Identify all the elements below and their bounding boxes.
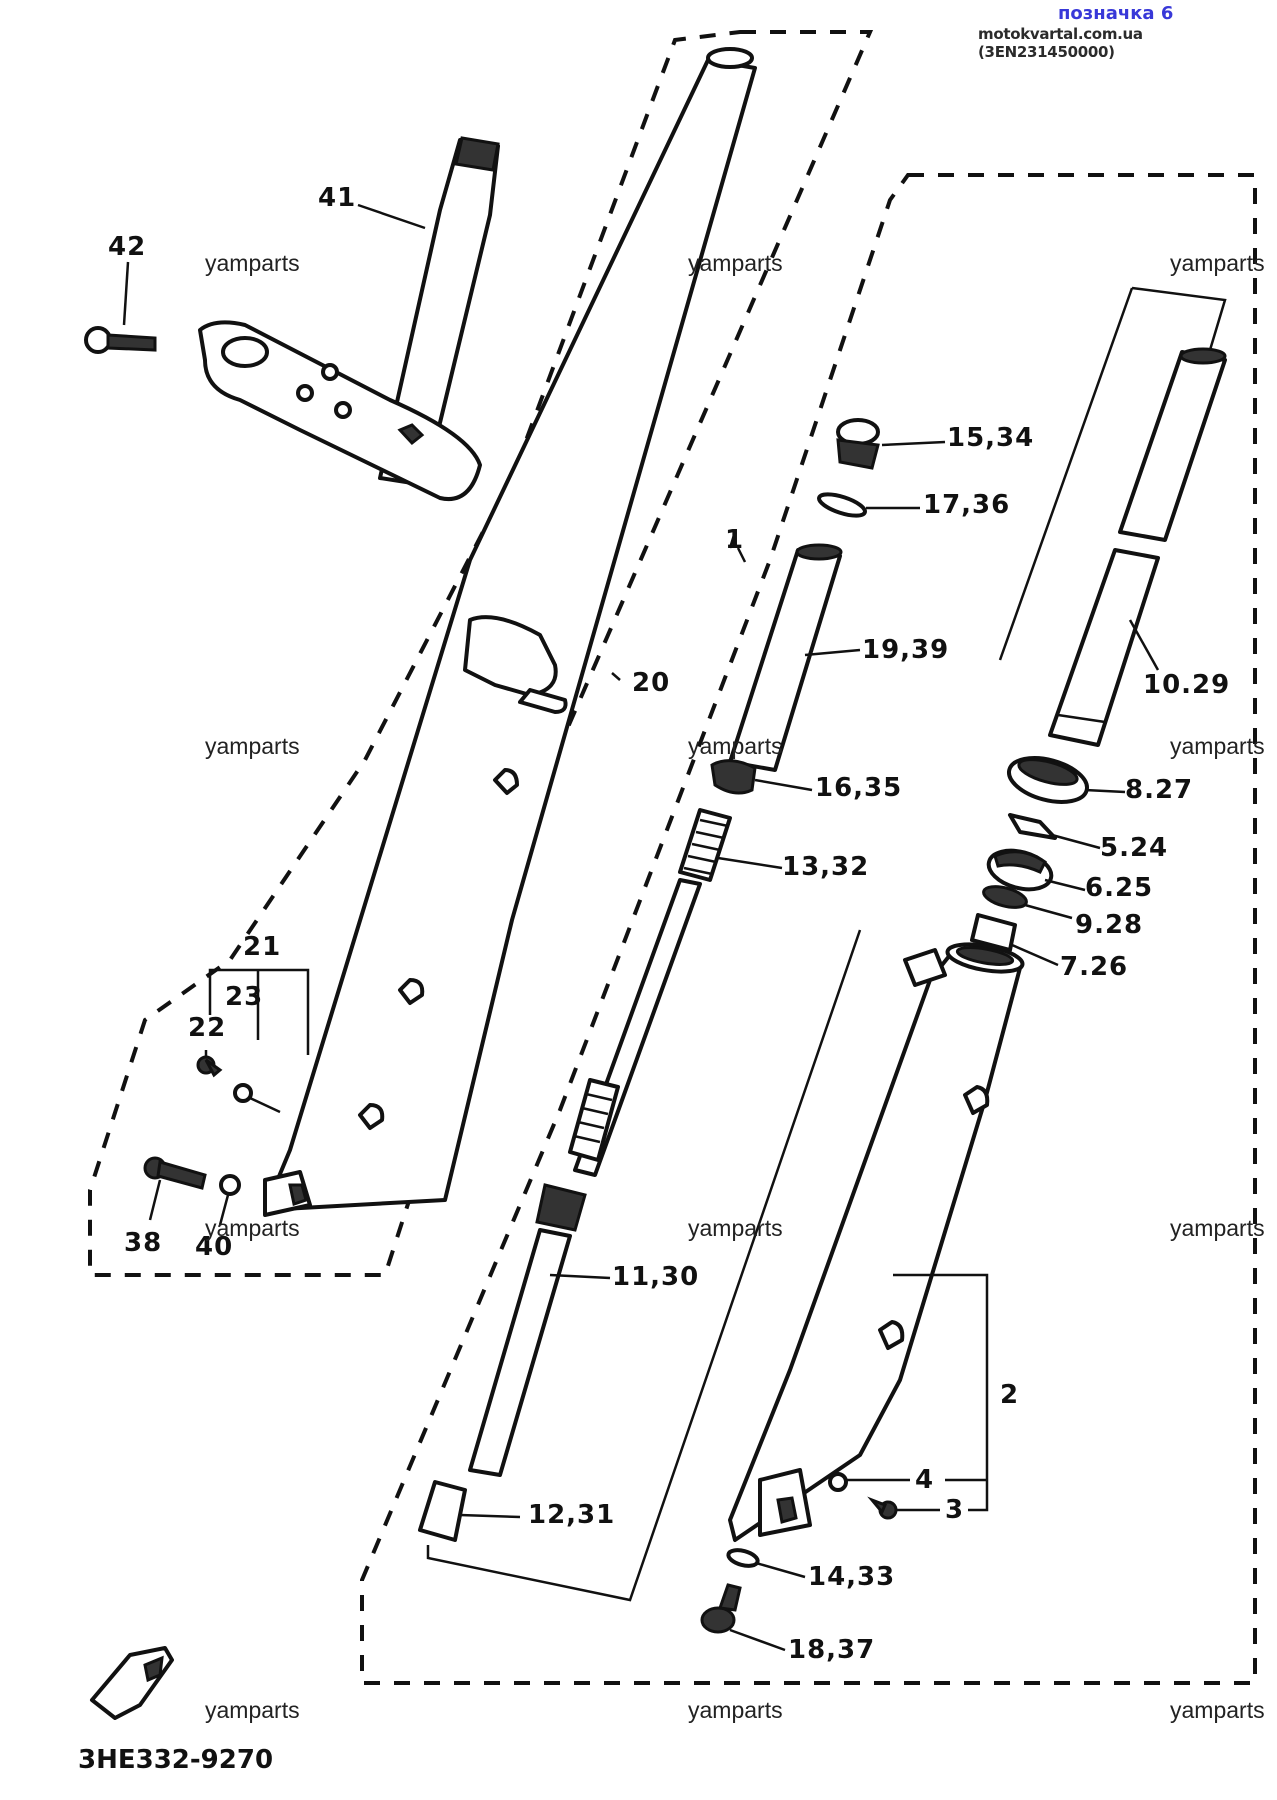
callout-5-24: 5.24 [1100, 833, 1169, 863]
callout-42: 42 [108, 232, 147, 262]
callout-18-37: 18,37 [788, 1635, 876, 1665]
callout-16-35: 16,35 [815, 773, 903, 803]
watermark: yamparts [1170, 250, 1265, 276]
source-caption: motokvartal.com.ua (3EN231450000) [978, 25, 1143, 61]
leader-8-27 [1084, 788, 1126, 794]
inner-tube-10-29 [998, 286, 1227, 747]
leader-9-28 [1024, 903, 1073, 920]
inner-bracket-line [426, 929, 862, 1602]
group-boundary-right [360, 173, 1257, 1685]
outer-tube-20 [263, 47, 757, 1217]
callout-23: 23 [225, 982, 264, 1012]
leader-23-to-tube [249, 1096, 281, 1114]
bolt-22 [196, 1055, 223, 1078]
callout-21: 21 [243, 932, 282, 962]
leader-19-39 [804, 648, 861, 657]
callout-41: 41 [318, 183, 357, 213]
watermark: yamparts [205, 250, 300, 276]
callout-7-26: 7.26 [1060, 952, 1129, 982]
leader-41 [357, 203, 426, 230]
leader-11-30 [549, 1273, 611, 1280]
watermark: yamparts [1170, 1215, 1265, 1241]
outer-tube-2 [728, 942, 1025, 1542]
watermark: yamparts [1170, 733, 1265, 759]
bolt-18-37 [700, 1583, 742, 1634]
forward-arrow-icon [90, 1646, 174, 1720]
callout-11-30: 11,30 [612, 1262, 700, 1292]
callout-6-25: 6.25 [1085, 873, 1154, 903]
callout-12-31: 12,31 [528, 1500, 616, 1530]
leader-40 [218, 1194, 230, 1226]
leader-5-24 [1051, 833, 1101, 850]
callout-9-28: 9.28 [1075, 910, 1144, 940]
damper-rod-11-30 [468, 878, 702, 1477]
watermark: yamparts [205, 1215, 300, 1241]
leader-38 [148, 1179, 162, 1221]
oil-lock-12-31 [418, 1480, 467, 1542]
bolt-38 [143, 1156, 207, 1190]
steering-stem-41 [198, 136, 500, 501]
bolt-42 [84, 326, 157, 354]
leader-18-37 [729, 1628, 786, 1652]
watermark: yamparts [688, 250, 783, 276]
clip-5-24 [1008, 813, 1057, 840]
washer-4 [828, 1472, 848, 1492]
leader-14-33 [755, 1561, 806, 1579]
dust-seal-6-25 [986, 848, 1054, 892]
washer-40 [219, 1174, 241, 1196]
watermark: yamparts [205, 1697, 300, 1723]
washer-14-33 [726, 1548, 760, 1568]
watermark: yamparts [205, 733, 300, 759]
washer-16-35 [710, 759, 757, 795]
callout-38: 38 [124, 1228, 163, 1258]
leader-10-29 [1128, 619, 1160, 671]
callout-13-32: 13,32 [782, 852, 870, 882]
watermark: yamparts [688, 1215, 783, 1241]
group-boundary-left [88, 30, 874, 1277]
callout-22: 22 [188, 1013, 227, 1043]
leader-15-34 [881, 440, 946, 447]
spacer-19-39 [728, 543, 843, 772]
callout-15-34: 15,34 [947, 423, 1035, 453]
diagram-tag: позначка 6 [1058, 3, 1174, 24]
spring-13-32 [678, 808, 732, 882]
callout-3: 3 [945, 1495, 965, 1525]
leader-16-35 [754, 778, 813, 792]
callout-4: 4 [915, 1465, 935, 1495]
callout-2: 2 [1000, 1380, 1020, 1410]
bracket-21 [208, 968, 310, 1055]
o-ring-17-36 [817, 492, 867, 518]
diagram-code: 3HE332-9270 [78, 1745, 274, 1775]
bracket-2 [893, 1273, 989, 1512]
leader-42 [122, 261, 130, 326]
callout-1: 1 [725, 525, 745, 555]
screw-3 [867, 1496, 898, 1520]
callout-14-33: 14,33 [808, 1562, 896, 1592]
watermark: yamparts [688, 1697, 783, 1723]
leader-7-26 [1011, 943, 1059, 967]
cap-bolt-15-34 [836, 418, 880, 470]
bushing-7-26 [970, 913, 1017, 952]
leader-12-31 [459, 1513, 521, 1519]
callout-19-39: 19,39 [862, 635, 950, 665]
watermark: yamparts [1170, 1697, 1265, 1723]
callout-40: 40 [195, 1232, 234, 1262]
nut-23 [233, 1083, 253, 1103]
washer-9-28 [982, 885, 1028, 909]
leader-6-25 [1044, 878, 1086, 892]
bracket-1 [728, 534, 747, 563]
oil-seal-8-27 [1007, 756, 1089, 804]
leader-20 [611, 672, 621, 681]
leader-13-32 [717, 856, 783, 870]
watermark: yamparts [688, 733, 783, 759]
callout-17-36: 17,36 [923, 490, 1011, 520]
callout-8-27: 8.27 [1125, 775, 1194, 805]
callout-20: 20 [632, 668, 671, 698]
callout-10-29: 10.29 [1143, 670, 1231, 700]
